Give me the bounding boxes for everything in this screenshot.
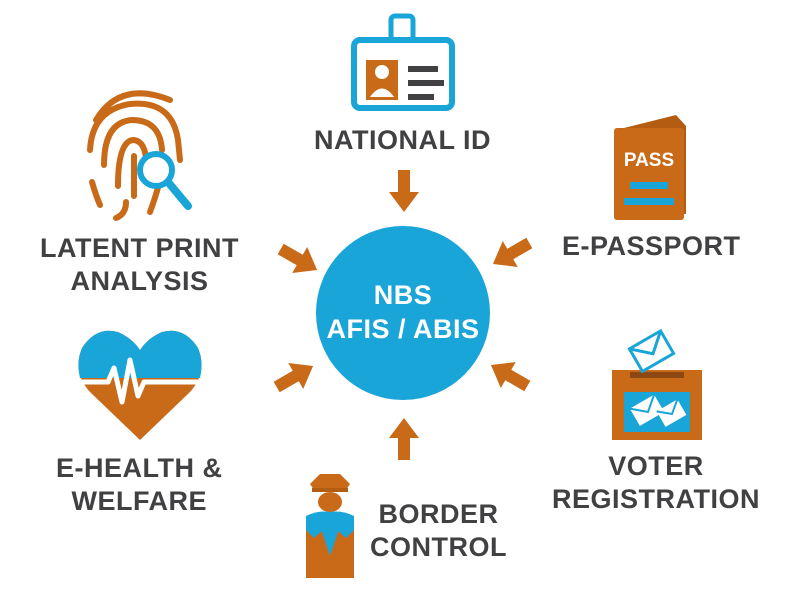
arrow-from-national-id [389,170,419,212]
fingerprint-magnifier-icon [87,90,183,221]
border-control-label: BORDER CONTROL [370,499,507,562]
heart-heartbeat-icon [78,330,202,440]
national-id-label: NATIONAL ID [314,125,491,155]
passport-icon: PASS [614,115,686,220]
svg-text:PASS: PASS [624,150,674,171]
e-passport-label: E-PASSPORT [562,231,741,261]
arrow-from-border-control [389,418,419,460]
central-label: NBS AFIS / ABIS [316,278,490,346]
arrow-from-latent-print [277,243,318,273]
arrow-from-voter-registration [490,362,531,392]
magnifier-icon [137,151,192,210]
central-label-line2: AFIS / ABIS [326,314,480,344]
border-guard-icon [306,474,354,578]
e-health-label: E-HEALTH & WELFARE [56,453,223,516]
arrow-from-e-passport [492,237,533,267]
central-circle [316,226,490,400]
arrow-from-e-health [273,363,314,393]
id-badge-icon [351,13,455,111]
ballot-box-icon [612,328,702,440]
latent-print-label: LATENT PRINT ANALYSIS [40,233,239,296]
voter-registration-label: VOTER REGISTRATION [552,451,760,514]
central-label-line1: NBS [373,280,433,310]
